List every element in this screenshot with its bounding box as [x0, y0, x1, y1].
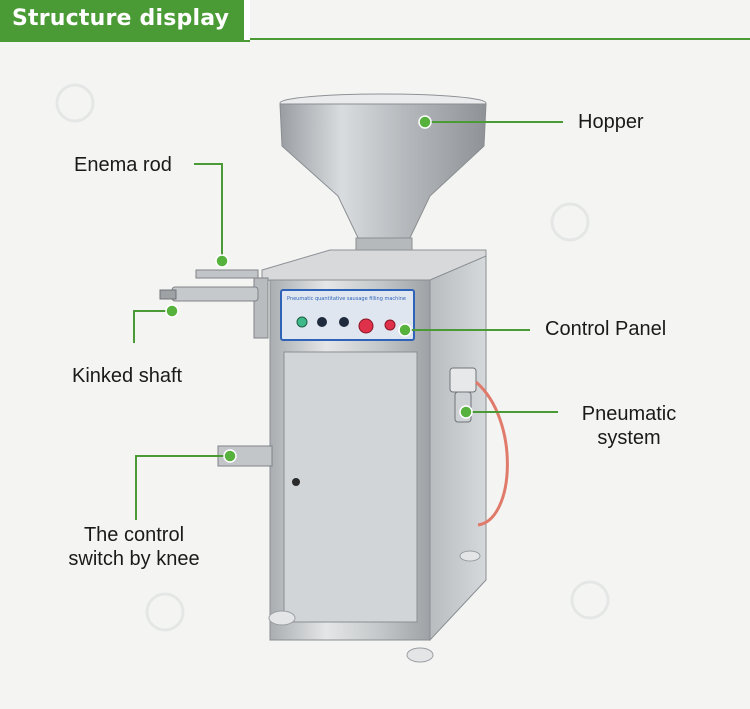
foot-left [268, 610, 296, 626]
door-lock [292, 478, 300, 486]
label-kinked-shaft: Kinked shaft [72, 365, 183, 387]
panel-button-green [296, 316, 308, 328]
control-panel-dot [398, 323, 412, 337]
hopper-dot [418, 115, 432, 129]
panel-caption: Pneumatic quantitative sausage filling m… [287, 296, 406, 302]
panel-button-red-small [384, 319, 396, 331]
cabinet-side [429, 255, 487, 642]
enema-rod-dot [215, 254, 229, 268]
kinked-shaft-dot [165, 304, 179, 318]
enema-rod-leader [194, 163, 223, 258]
panel-knob-2 [339, 317, 349, 327]
nozzle-tip [159, 289, 177, 300]
label-pneumatic-line1: Pneumatic [581, 403, 677, 425]
label-knee-switch: The control switch by knee [58, 523, 210, 571]
control-panel-plate [280, 289, 415, 341]
air-hose [475, 380, 509, 527]
label-knee-line2: switch by knee [68, 548, 200, 570]
foot-right [406, 647, 434, 663]
label-enema-rod: Enema rod [74, 154, 172, 176]
knee-switch-leader [135, 455, 230, 520]
cabinet-door [283, 351, 418, 623]
label-knee-line1: The control [83, 524, 185, 546]
header-divider [250, 38, 750, 40]
knee-switch-dot [223, 449, 237, 463]
label-hopper: Hopper [578, 111, 644, 133]
enema-rod [195, 269, 259, 279]
kinked-shaft-leader [133, 310, 172, 343]
label-control-panel: Control Panel [545, 318, 667, 340]
panel-knob-1 [317, 317, 327, 327]
pneumatic-dot [459, 405, 473, 419]
label-pneumatic-line2: system [597, 427, 661, 449]
page-title: Structure display [12, 6, 230, 31]
panel-button-red-large [358, 318, 374, 334]
label-pneumatic-system: Pneumatic system [570, 402, 688, 450]
foot-back [459, 550, 481, 562]
header-banner: Structure display [0, 0, 250, 42]
